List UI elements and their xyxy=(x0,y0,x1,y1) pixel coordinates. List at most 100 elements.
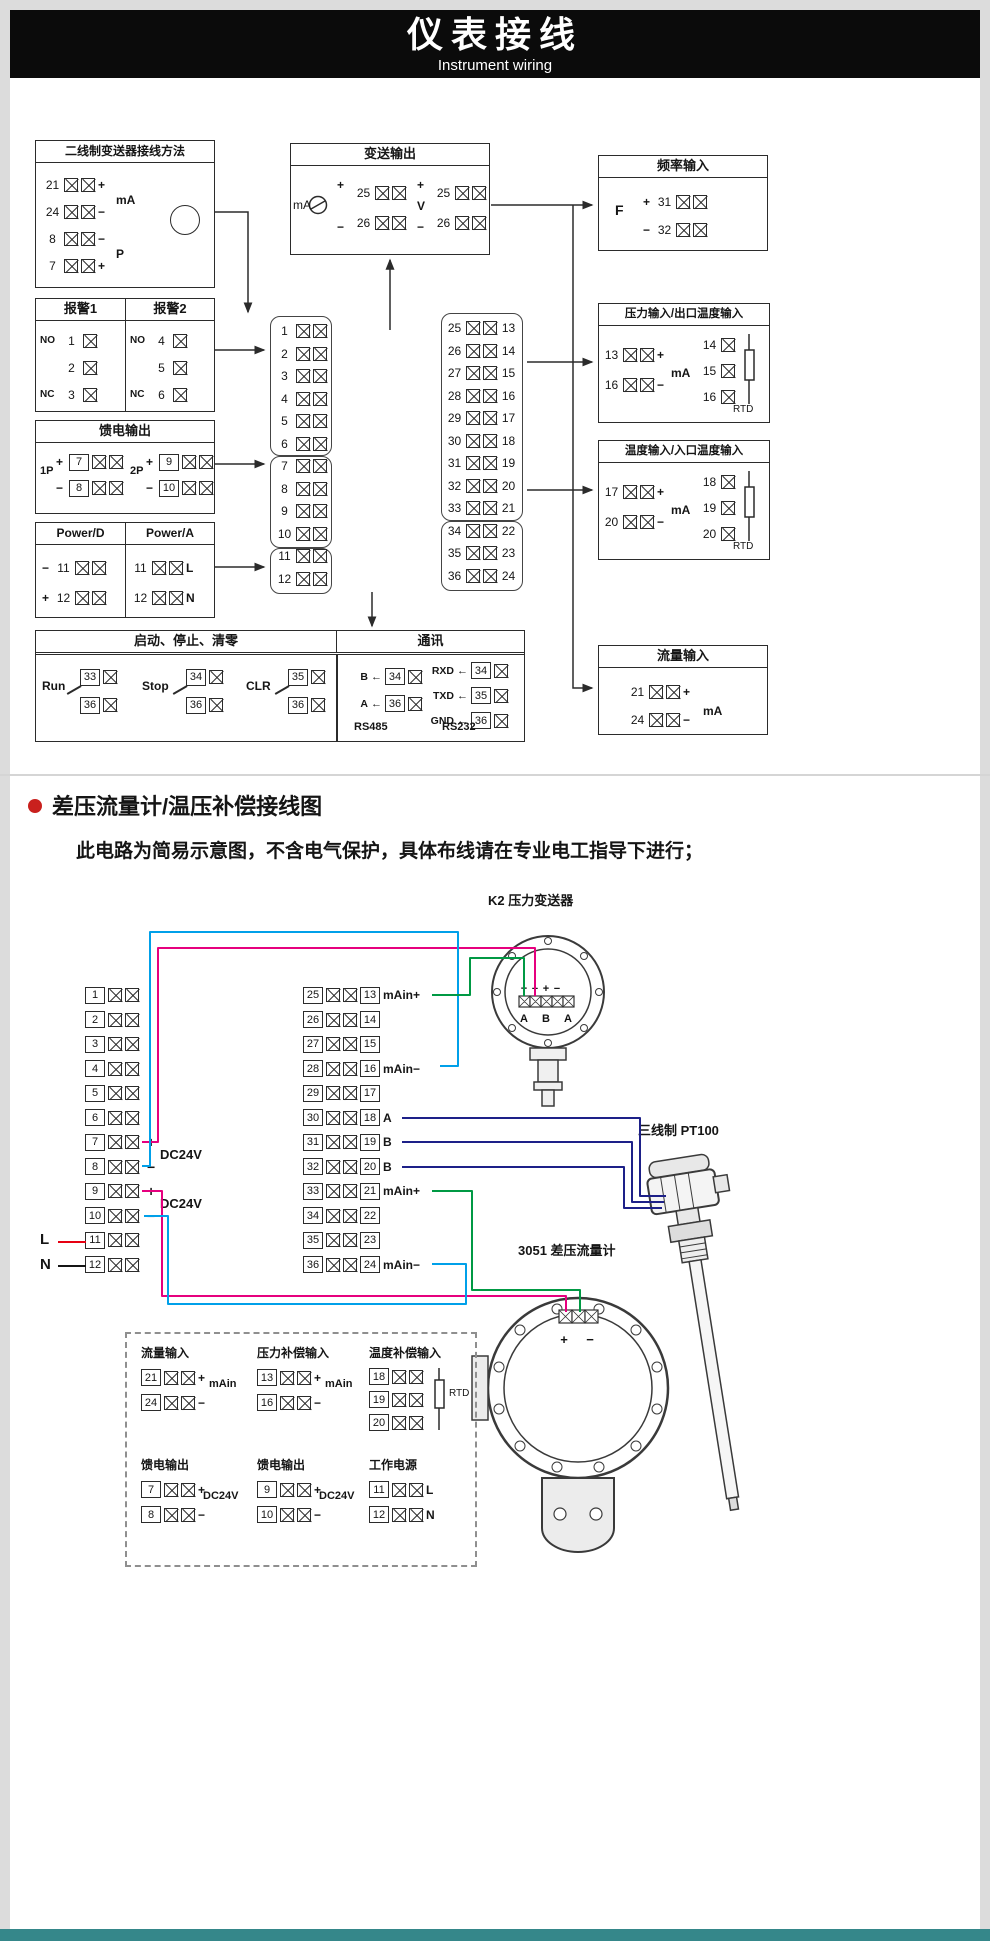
terminal-sign: − xyxy=(314,1395,322,1410)
terminal-row: 9 xyxy=(85,1179,139,1204)
terminal-contact-icon xyxy=(326,1257,340,1272)
terminal-sign: − xyxy=(683,713,691,727)
terminal-number: 1 xyxy=(68,333,75,348)
dp-flowmeter-3051: 3051 差压流量计 + − xyxy=(460,1240,710,1570)
terminal-row: 1 xyxy=(85,983,139,1008)
terminal-number: 11 xyxy=(369,1481,389,1498)
terminal-row: 4 xyxy=(85,1057,139,1082)
terminal-contact-icon xyxy=(640,348,654,362)
terminal-contact-icon xyxy=(494,713,508,728)
terminal-row: 10− xyxy=(257,1502,363,1527)
terminal-sign: A xyxy=(360,697,368,710)
box-title: 变送输出 xyxy=(291,144,489,166)
box-title: Power/A xyxy=(126,523,214,545)
page-header: 仪表接线 Instrument wiring xyxy=(10,10,980,78)
terminal-number: 4 xyxy=(281,391,288,406)
terminal-contact-icon xyxy=(125,1159,139,1174)
terminal-row: 20 xyxy=(369,1411,473,1434)
terminal-contact-icon xyxy=(483,366,497,381)
terminal-contact-icon xyxy=(483,343,497,358)
wire-arrow-icon: ← xyxy=(457,689,468,702)
terminal-group-outline xyxy=(441,521,523,591)
terminal-contact-icon xyxy=(313,571,327,586)
terminal-number: 29 xyxy=(303,1084,323,1102)
terminal-contact-icon xyxy=(343,1184,357,1199)
terminal-number: 31 xyxy=(303,1133,323,1151)
terminal-contact-icon xyxy=(640,515,654,529)
terminal-rows: −11+12 xyxy=(42,553,106,613)
terminal-sign: GND xyxy=(430,714,454,727)
terminal-contact-icon xyxy=(483,546,497,561)
terminal-number: 21 xyxy=(501,501,516,516)
terminal-sign: + xyxy=(42,591,50,605)
terminal-number: 16 xyxy=(702,390,717,404)
terminal-contact-icon xyxy=(466,478,480,493)
terminal-sign: + xyxy=(198,1482,206,1497)
terminal-contact-icon xyxy=(296,414,310,429)
terminal-rows: 21+24− xyxy=(141,1365,245,1415)
terminal-contact-icon xyxy=(313,346,327,361)
terminal-contact-icon xyxy=(296,481,310,496)
terminal-row: 36 xyxy=(186,691,223,719)
terminal-number: 13 xyxy=(604,348,619,362)
legend-title: 压力补偿输入 xyxy=(257,1346,330,1360)
terminal-contact-icon xyxy=(173,333,187,348)
terminal-rows: 21+24−8−7+ xyxy=(44,171,108,279)
terminal-row: 19 xyxy=(701,495,735,521)
k2-term-sign: − xyxy=(532,983,538,995)
terminal-contact-icon xyxy=(92,561,106,575)
terminal-number: 32 xyxy=(657,223,672,237)
terminal-row: 14 xyxy=(701,332,735,358)
terminal-contact-icon xyxy=(297,1370,311,1385)
terminal-number: 26 xyxy=(436,216,451,230)
terminal-contact-icon xyxy=(125,1184,139,1199)
terminal-row: TXD←35 xyxy=(428,683,508,708)
terminal-number: 17 xyxy=(360,1084,380,1102)
terminal-contact-icon xyxy=(343,1110,357,1125)
terminal-contact-icon xyxy=(392,1482,406,1497)
terminal-number: 17 xyxy=(501,411,516,426)
terminal-contact-icon xyxy=(108,1012,122,1027)
terminal-contact-icon xyxy=(181,1507,195,1522)
terminal-contact-icon xyxy=(676,195,690,209)
terminal-number: 33 xyxy=(80,668,100,686)
terminal-contact-icon xyxy=(313,481,327,496)
flow-input-box: 流量输入 21+24− mA xyxy=(598,645,768,735)
terminal-contact-icon xyxy=(392,1507,406,1522)
terminal-contact-icon xyxy=(343,1208,357,1223)
wire-arrow-icon: ← xyxy=(371,670,382,683)
terminal-contact-icon xyxy=(649,713,663,727)
terminal-contact-icon xyxy=(343,1257,357,1272)
terminal-contact-icon xyxy=(64,204,78,219)
terminal-contact-icon xyxy=(326,1135,340,1150)
terminal-number: 34 xyxy=(447,523,462,538)
terminal-contact-icon xyxy=(408,669,422,684)
terminal-contact-icon xyxy=(209,670,223,684)
terminal-row: 20− xyxy=(603,507,667,537)
box-title: 报警2 xyxy=(126,299,214,321)
terminal-contact-icon xyxy=(83,360,97,375)
terminal-row: −32 xyxy=(643,216,707,244)
rtd-resistor-icon xyxy=(744,471,755,541)
terminal-contact-icon xyxy=(466,433,480,448)
terminal-row: 8 xyxy=(276,478,327,501)
terminal-row: 21+ xyxy=(141,1365,245,1390)
terminal-contact-icon xyxy=(108,1110,122,1125)
terminal-contact-icon xyxy=(409,1415,423,1430)
terminal-sign: − xyxy=(643,223,651,237)
terminal-sign: TXD xyxy=(433,689,454,702)
terminal-contact-icon xyxy=(623,348,637,362)
k2-term-sign: − xyxy=(554,983,560,995)
terminal-contact-icon xyxy=(182,481,196,495)
